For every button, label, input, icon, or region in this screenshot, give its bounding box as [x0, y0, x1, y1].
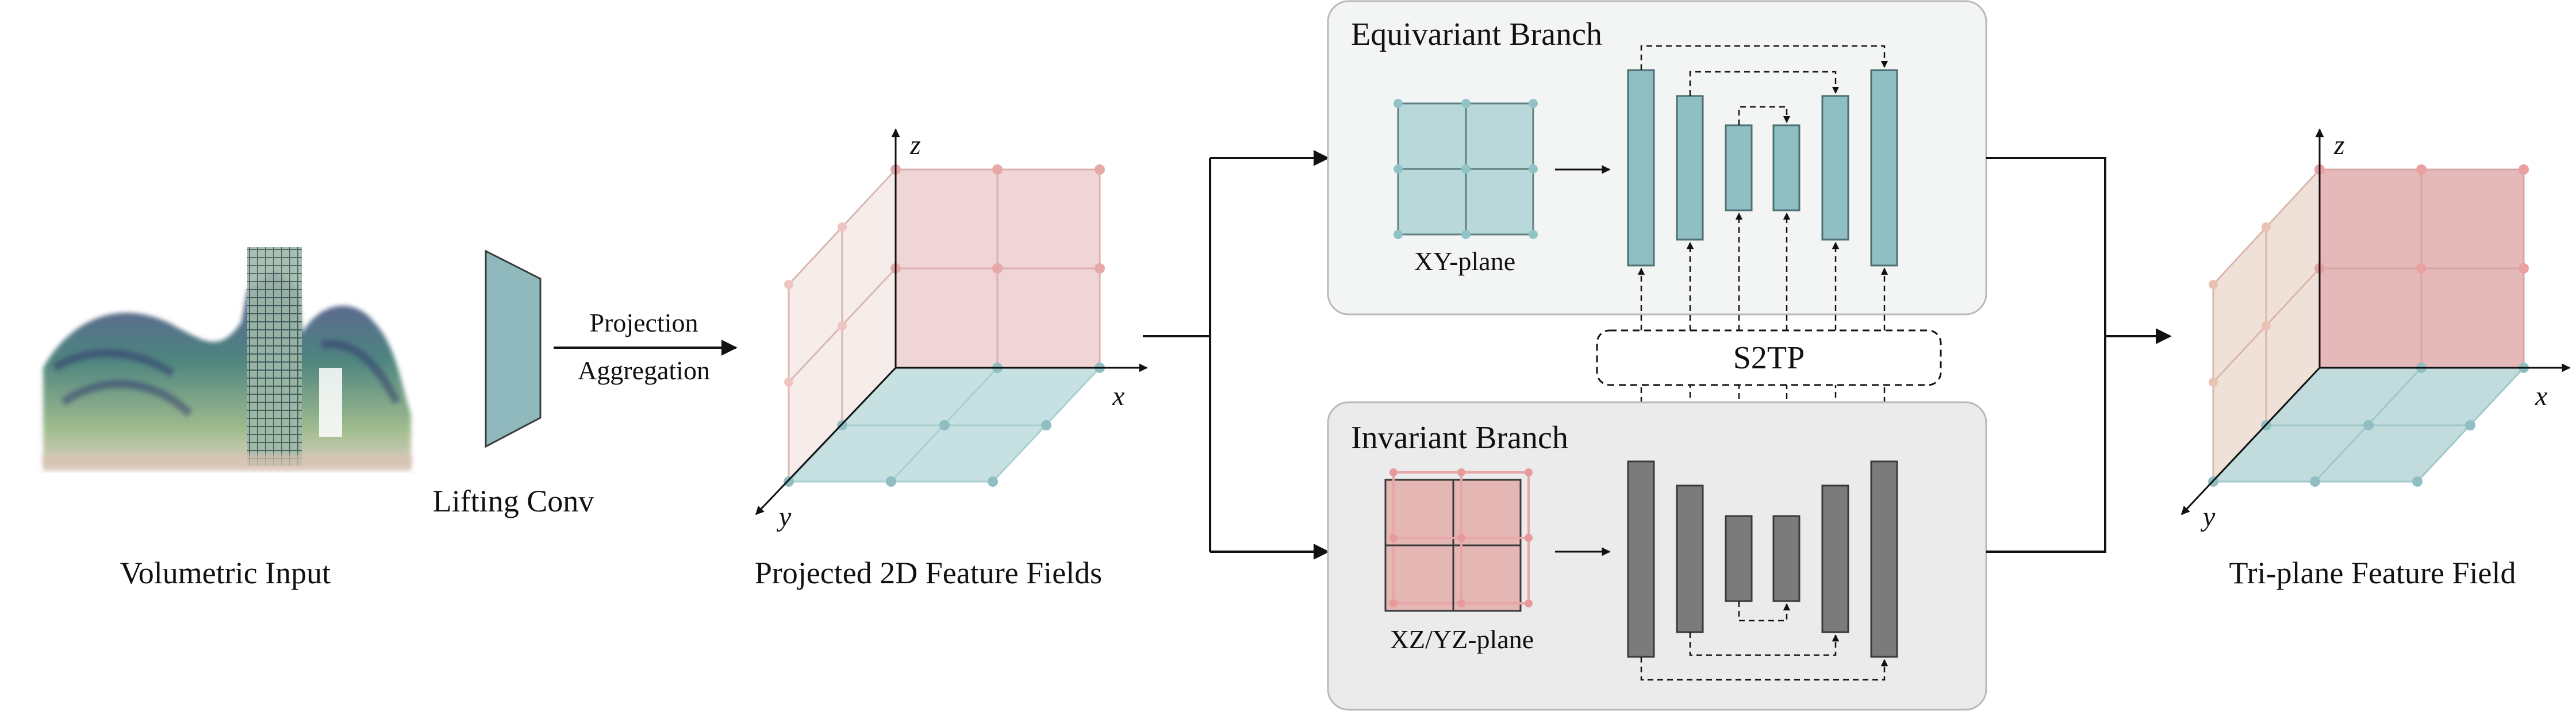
lifting-conv-label: Lifting Conv [433, 484, 594, 518]
s2tp-box [1596, 329, 1942, 386]
tri-axis-y-label: y [2200, 502, 2216, 532]
projection-label: Projection [589, 308, 698, 337]
xz-yz-plane-label: XZ/YZ-plane [1390, 625, 1534, 654]
equivariant-branch-title: Equivariant Branch [1351, 17, 1602, 52]
inv-bar-5 [1821, 484, 1849, 633]
axis-y-label: y [776, 502, 792, 532]
eq-bar-1 [1627, 69, 1655, 267]
tri-axis-x-label: x [2535, 381, 2547, 411]
inv-bar-6 [1870, 460, 1898, 658]
tri-plane-label: Tri-plane Feature Field [2229, 556, 2516, 590]
volumetric-input-visual [43, 247, 411, 471]
projected-fields-label: Projected 2D Feature Fields [755, 556, 1102, 590]
split-connector [1143, 150, 1330, 560]
xz-yz-plane-grid [1384, 468, 1533, 612]
invariant-unet [1627, 460, 1898, 658]
eq-bar-5 [1821, 95, 1849, 241]
merge-connector [1986, 157, 2172, 553]
invariant-branch-title: Invariant Branch [1351, 420, 1568, 456]
equivariant-unet [1627, 69, 1898, 267]
projected-fields-visual [755, 128, 1148, 515]
tri-axis-z-label: z [2333, 130, 2345, 160]
inv-bar-2 [1676, 484, 1704, 633]
eq-bar-3 [1725, 124, 1753, 211]
s2tp-label: S2TP [1733, 340, 1805, 376]
axis-x-label: x [1112, 381, 1124, 411]
aggregation-label: Aggregation [578, 356, 710, 385]
equivariant-skip-links [1640, 45, 1888, 125]
eq-bar-4 [1772, 124, 1800, 211]
inv-bar-4 [1772, 515, 1800, 602]
tri-plane-visual [2180, 128, 2571, 515]
invariant-skip-links [1640, 601, 1888, 681]
xy-plane-label: XY-plane [1414, 247, 1515, 276]
xy-plane-grid [1393, 99, 1538, 239]
volumetric-input-label: Volumetric Input [120, 556, 331, 590]
inv-bar-1 [1627, 460, 1655, 658]
eq-bar-6 [1870, 69, 1898, 267]
eq-bar-2 [1676, 95, 1704, 241]
lifting-conv-shape [485, 249, 542, 448]
inv-bar-3 [1725, 515, 1753, 602]
axis-z-label: z [909, 130, 921, 160]
